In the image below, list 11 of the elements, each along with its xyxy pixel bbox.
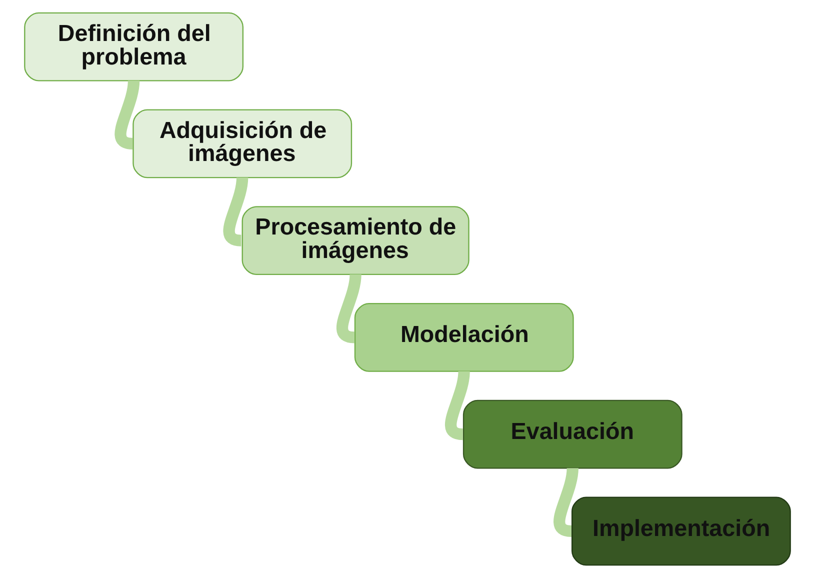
node-box: Adquisición de imágenes [132,109,352,178]
node-box: Implementación [571,496,791,566]
node-box: Definición del problema [24,12,244,82]
node-box: Evaluación [462,400,682,469]
connector [223,177,248,246]
connector [445,370,470,440]
node-box: Modelación [354,303,574,372]
connector [336,274,362,344]
node-box: Procesamiento de imágenes [242,206,470,275]
connector [554,468,578,537]
connector [114,80,140,150]
